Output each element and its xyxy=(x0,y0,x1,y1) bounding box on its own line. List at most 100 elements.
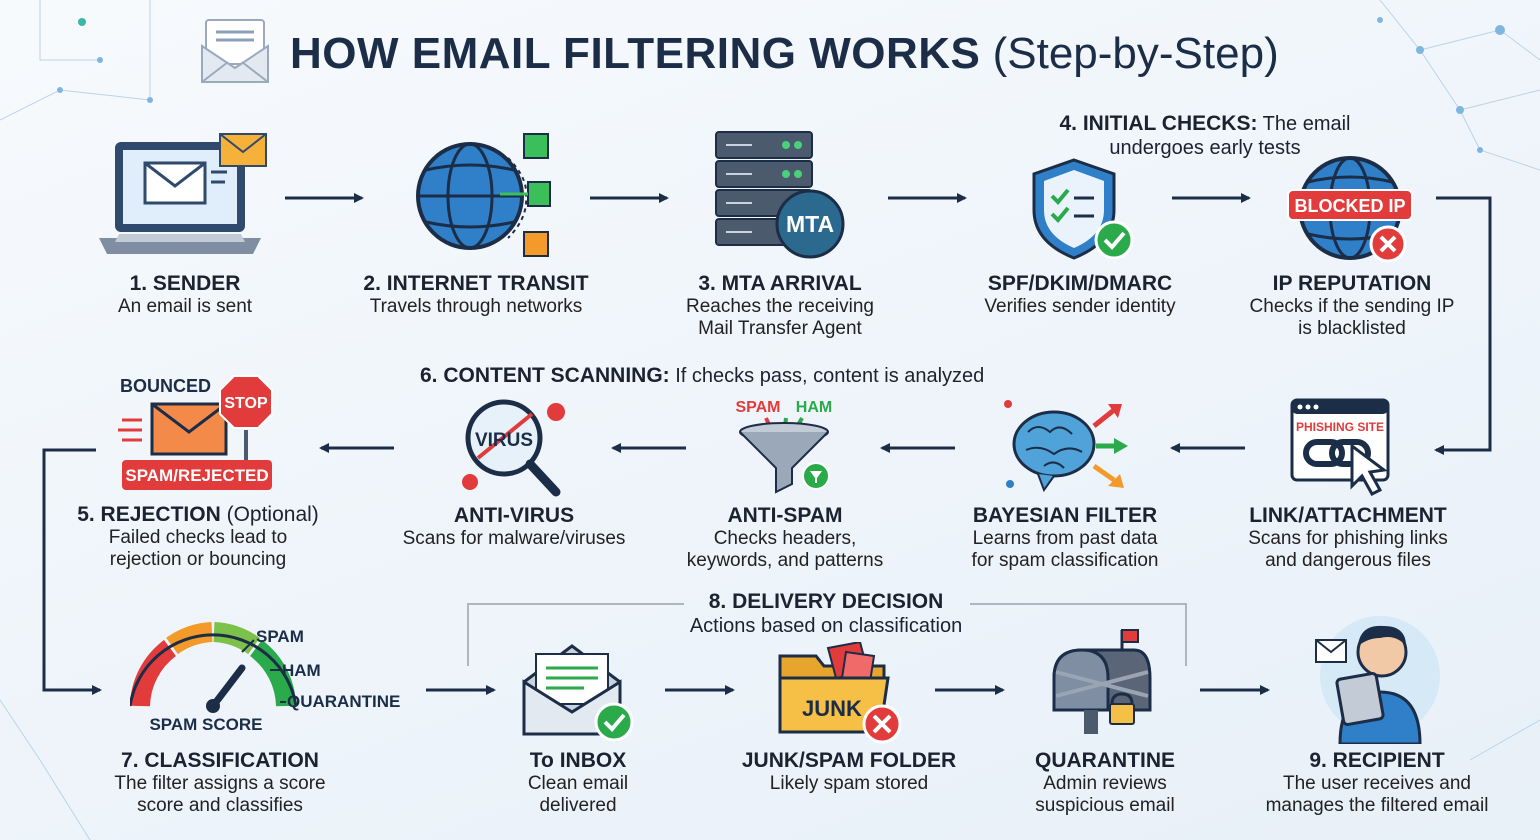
delivery-decision-desc: Actions based on classification xyxy=(689,615,963,637)
step-spf-title: SPF/DKIM/DMARC xyxy=(987,272,1173,295)
blocked-ip-globe-icon: BLOCKED IP xyxy=(1287,156,1413,263)
step-ip-desc-1: Checks if the sending IP xyxy=(1249,296,1455,317)
step-quarantine-desc-1: Admin reviews xyxy=(1043,773,1167,794)
step-recipient: 9. RECIPIENT The user receives and manag… xyxy=(1232,749,1522,817)
gauge-quarantine-label: QUARANTINE xyxy=(287,692,400,711)
step-antispam-desc-2: keywords, and patterns xyxy=(686,550,884,571)
bounced-stop-icon: BOUNCED STOP SPAM/REJECTED xyxy=(118,375,273,490)
step-quarantine-desc-2: suspicious email xyxy=(1035,795,1175,816)
phishing-site-badge: PHISHING SITE xyxy=(1296,420,1384,434)
step-transit-desc: Travels through networks xyxy=(369,296,583,317)
step-rejection: 5. REJECTION (Optional) Failed checks le… xyxy=(48,503,348,571)
step-antispam-desc-1: Checks headers, xyxy=(713,528,857,549)
step-spf: SPF/DKIM/DMARC Verifies sender identity xyxy=(960,272,1200,318)
step-mta-title: 3. MTA ARRIVAL xyxy=(698,272,862,295)
step-link-title: LINK/ATTACHMENT xyxy=(1249,504,1447,527)
step-bayesian-title: BAYESIAN FILTER xyxy=(972,504,1158,527)
step-antivirus-title: ANTI-VIRUS xyxy=(453,504,575,527)
step-spf-desc: Verifies sender identity xyxy=(984,296,1176,317)
step-sender: 1. SENDER An email is sent xyxy=(85,272,285,318)
virus-magnifier-icon: VIRUS xyxy=(462,399,565,497)
step-inbox-desc-2: delivered xyxy=(539,795,617,816)
spam-rejected-banner: SPAM/REJECTED xyxy=(125,466,268,485)
inbox-envelope-icon xyxy=(522,644,634,742)
spam-funnel-icon: SPAM HAM xyxy=(735,399,832,494)
step-junk: JUNK/SPAM FOLDER Likely spam stored xyxy=(730,749,968,795)
step-sender-desc: An email is sent xyxy=(117,296,253,317)
initial-checks-title: 4. INITIAL CHECKS: xyxy=(1059,112,1258,135)
gauge-ham-label: HAM xyxy=(282,661,321,680)
step-rejection-heading: 5. REJECTION (Optional) xyxy=(48,503,348,527)
step-transit-title: 2. INTERNET TRANSIT xyxy=(363,272,589,295)
step-bayesian: BAYESIAN FILTER Learns from past data fo… xyxy=(945,504,1185,572)
virus-icon-label: VIRUS xyxy=(475,430,533,451)
step-classification-desc-1: The filter assigns a score xyxy=(114,773,326,794)
step-ip-desc-2: is blacklisted xyxy=(1298,318,1406,339)
initial-checks-desc-1: The email xyxy=(1262,113,1351,135)
step-bayesian-desc-1: Learns from past data xyxy=(972,528,1158,549)
delivery-decision-heading: 8. DELIVERY DECISION Actions based on cl… xyxy=(676,590,976,638)
brain-filter-icon xyxy=(1004,400,1128,493)
step-rejection-optional: (Optional) xyxy=(226,503,319,526)
stop-sign-label: STOP xyxy=(224,395,268,412)
step-antispam: ANTI-SPAM Checks headers, keywords, and … xyxy=(665,504,905,572)
junk-folder-icon: JUNK xyxy=(778,642,902,744)
gauge-spam-label: SPAM xyxy=(256,627,304,646)
gauge-caption: SPAM SCORE xyxy=(149,715,262,734)
initial-checks-desc-2: undergoes early tests xyxy=(1109,137,1301,159)
step-link-attachment: LINK/ATTACHMENT Scans for phishing links… xyxy=(1218,504,1478,572)
step-antispam-title: ANTI-SPAM xyxy=(727,504,843,527)
step-bayesian-desc-2: for spam classification xyxy=(971,550,1159,571)
step-classification-title: 7. CLASSIFICATION xyxy=(121,749,319,772)
step-inbox: To INBOX Clean email delivered xyxy=(488,749,668,817)
locked-mailbox-icon xyxy=(1052,629,1152,734)
shield-check-icon xyxy=(1032,158,1134,260)
step-recipient-desc-2: manages the filtered email xyxy=(1265,795,1489,816)
envelope-logo-icon xyxy=(201,19,269,83)
page-title: HOW EMAIL FILTERING WORKS (Step-by-Step) xyxy=(290,28,1279,80)
step-classification-desc-2: score and classifies xyxy=(137,795,303,816)
step-link-desc-2: and dangerous files xyxy=(1265,550,1431,571)
blocked-ip-badge: BLOCKED IP xyxy=(1294,196,1405,216)
step-junk-title: JUNK/SPAM FOLDER xyxy=(741,749,957,772)
title-sub: (Step-by-Step) xyxy=(992,29,1279,78)
bounced-label: BOUNCED xyxy=(120,376,211,396)
spam-score-gauge-icon: SPAM HAM QUARANTINE SPAM SCORE xyxy=(130,622,400,734)
step-inbox-desc-1: Clean email xyxy=(527,773,629,794)
step-rejection-title: 5. REJECTION xyxy=(77,503,221,526)
content-scanning-title: 6. CONTENT SCANNING: xyxy=(420,364,670,387)
spam-tag: SPAM xyxy=(735,399,780,416)
step-antivirus-desc: Scans for malware/viruses xyxy=(402,528,626,549)
globe-network-icon xyxy=(416,133,551,257)
step-classification: 7. CLASSIFICATION The filter assigns a s… xyxy=(90,749,350,817)
step-recipient-title: 9. RECIPIENT xyxy=(1309,749,1445,772)
content-scanning-heading: 6. CONTENT SCANNING: If checks pass, con… xyxy=(420,364,984,388)
step-mta-desc-2: Mail Transfer Agent xyxy=(698,318,862,339)
step-rejection-desc-2: rejection or bouncing xyxy=(109,549,287,570)
step-quarantine-title: QUARANTINE xyxy=(1035,749,1175,772)
content-scanning-desc: If checks pass, content is analyzed xyxy=(675,365,985,387)
step-ip-reputation: IP REPUTATION Checks if the sending IP i… xyxy=(1222,272,1482,340)
step-recipient-desc-1: The user receives and xyxy=(1283,773,1471,794)
mta-icon-label: MTA xyxy=(786,211,834,237)
junk-folder-label: JUNK xyxy=(802,696,862,721)
step-inbox-title: To INBOX xyxy=(529,749,627,772)
step-mta: 3. MTA ARRIVAL Reaches the receiving Mai… xyxy=(660,272,900,340)
ham-tag: HAM xyxy=(796,399,832,416)
step-antivirus: ANTI-VIRUS Scans for malware/viruses xyxy=(384,504,644,550)
step-ip-title: IP REPUTATION xyxy=(1272,272,1432,295)
step-mta-desc-1: Reaches the receiving xyxy=(686,296,874,317)
delivery-decision-title: 8. DELIVERY DECISION xyxy=(708,590,944,613)
step-link-desc-1: Scans for phishing links xyxy=(1248,528,1448,549)
step-junk-desc: Likely spam stored xyxy=(769,773,929,794)
phishing-link-icon: PHISHING SITE xyxy=(1290,398,1390,496)
title-main: HOW EMAIL FILTERING WORKS xyxy=(290,29,981,78)
laptop-envelope-icon xyxy=(99,133,267,254)
step-sender-title: 1. SENDER xyxy=(129,272,241,295)
step-quarantine: QUARANTINE Admin reviews suspicious emai… xyxy=(1010,749,1200,817)
step-rejection-desc-1: Failed checks lead to xyxy=(108,527,288,548)
mta-server-icon: MTA xyxy=(715,131,845,259)
recipient-user-icon xyxy=(1315,616,1440,744)
